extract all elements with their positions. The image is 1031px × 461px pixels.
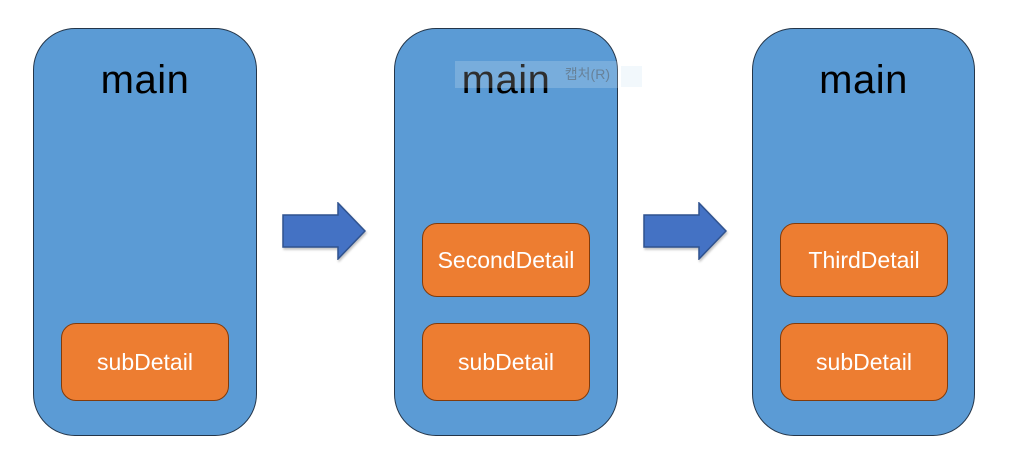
box-seconddetail: SecondDetail xyxy=(422,223,590,297)
right-arrow-icon xyxy=(282,202,366,260)
panel-main-3: main ThirdDetail subDetail xyxy=(752,28,975,436)
box-label: subDetail xyxy=(816,348,912,375)
panel-main-1: main subDetail xyxy=(33,28,257,436)
box-label: subDetail xyxy=(97,348,193,375)
box-label: subDetail xyxy=(458,348,554,375)
box-thirddetail: ThirdDetail xyxy=(780,223,948,297)
right-arrow-icon xyxy=(643,202,727,260)
box-subdetail: subDetail xyxy=(422,323,590,401)
panel-title: main xyxy=(819,58,908,102)
panel-title: main xyxy=(100,58,190,102)
panel-main-2: main SecondDetail subDetail xyxy=(394,28,618,436)
ghost-tooltip-stub xyxy=(621,66,642,87)
box-label: ThirdDetail xyxy=(808,246,920,273)
box-subdetail: subDetail xyxy=(780,323,948,401)
panel-title: main xyxy=(461,58,551,102)
box-label: SecondDetail xyxy=(437,246,575,273)
box-subdetail: subDetail xyxy=(61,323,229,401)
